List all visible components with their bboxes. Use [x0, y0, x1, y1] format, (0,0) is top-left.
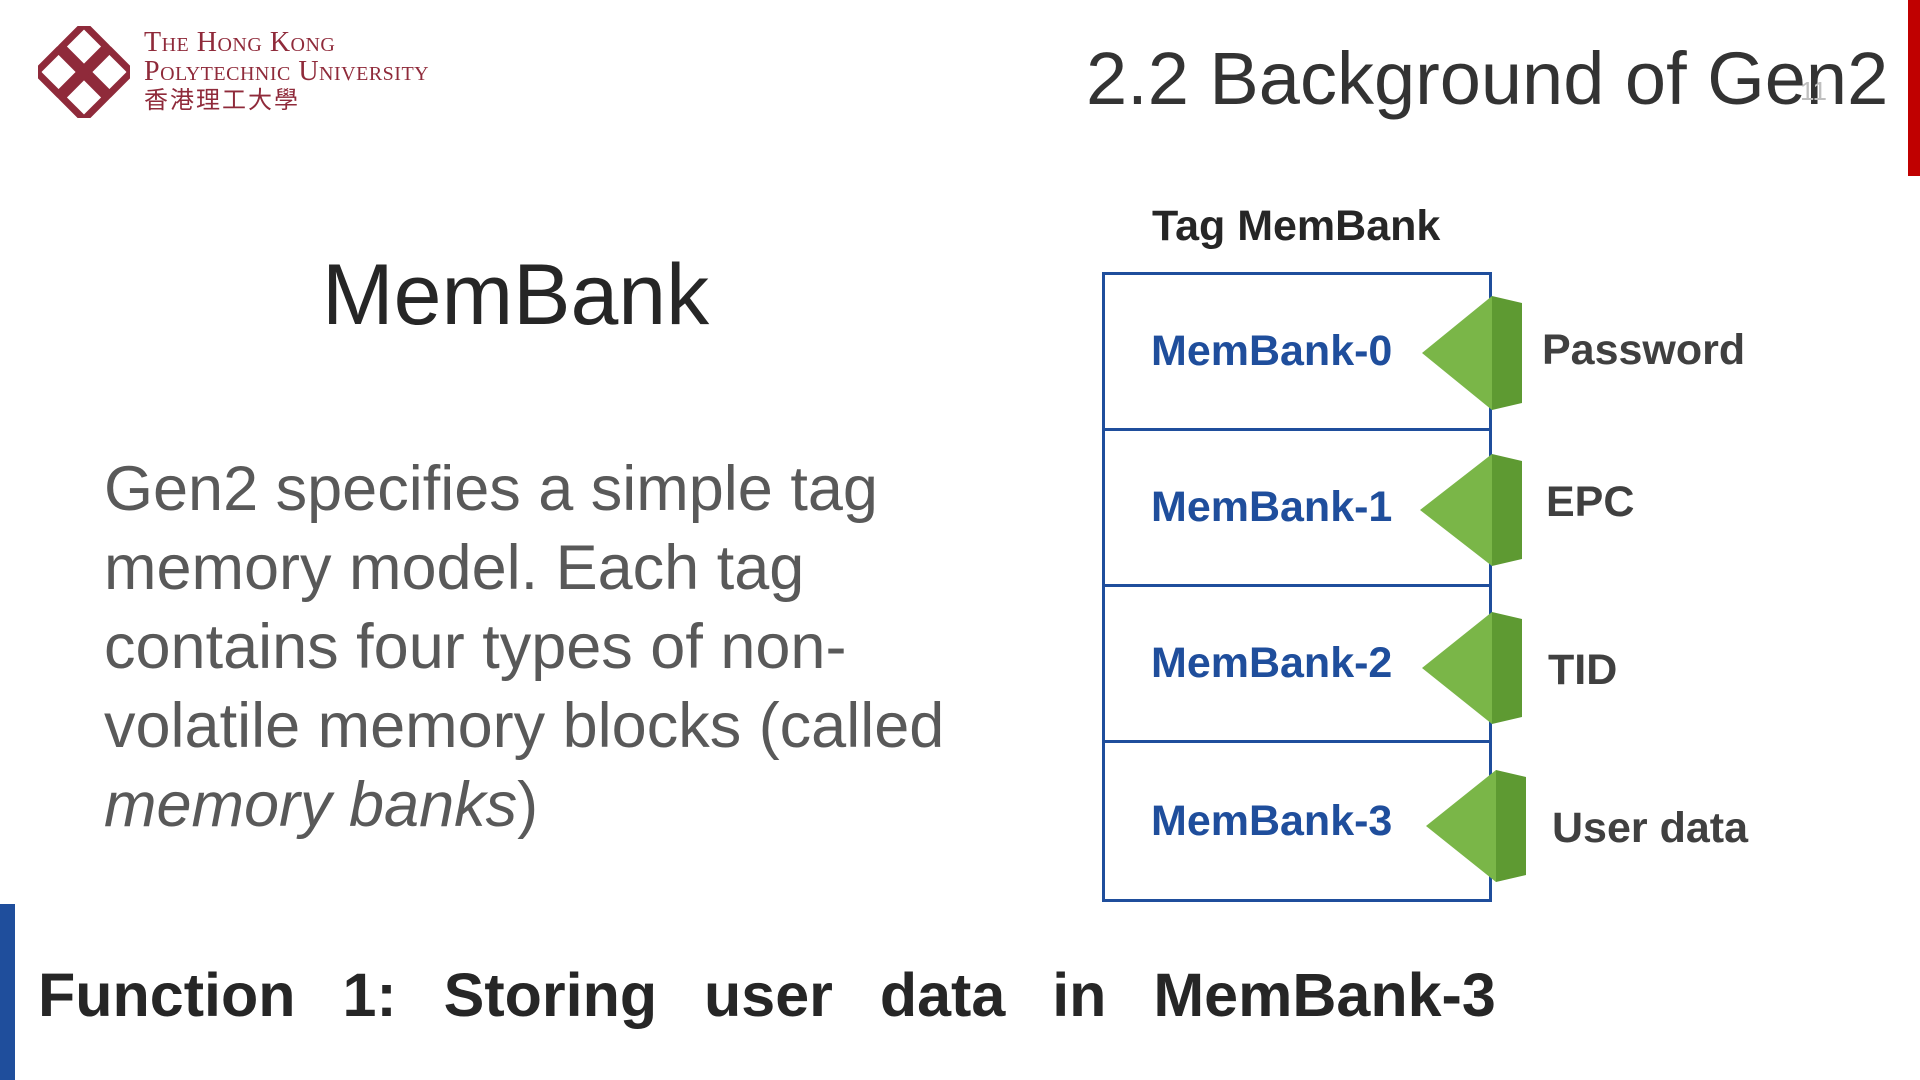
body-paragraph: Gen2 specifies a simple tag memory model… — [104, 450, 1004, 845]
accent-bar-left — [0, 904, 15, 1080]
function-statement: Function 1: Storing user data in MemBank… — [38, 961, 1496, 1029]
arrow-pointer-0 — [1422, 296, 1522, 410]
section-heading: MemBank — [322, 247, 710, 343]
membank-label: MemBank-2 — [1151, 639, 1393, 687]
slide-title: 2.2 Background of Gen2 — [1086, 37, 1889, 120]
membank-label: MemBank-0 — [1151, 327, 1393, 375]
membank-block-0: MemBank-0 — [1105, 275, 1489, 431]
university-logo: The Hong Kong Polytechnic University 香港理… — [38, 26, 429, 118]
bank-description-tid: TID — [1548, 646, 1618, 694]
body-text-part: Gen2 specifies a simple tag memory model… — [104, 454, 945, 761]
membank-stack: MemBank-0 MemBank-1 MemBank-2 MemBank-3 — [1102, 272, 1492, 902]
arrow-pointer-1 — [1420, 454, 1522, 566]
membank-block-1: MemBank-1 — [1105, 431, 1489, 587]
arrow-pointer-2 — [1422, 612, 1522, 724]
accent-bar-right — [1908, 0, 1920, 176]
body-text-end: ) — [517, 770, 539, 840]
membank-block-3: MemBank-3 — [1105, 743, 1489, 899]
polyu-emblem-icon — [38, 26, 130, 118]
slide-number: 11 — [1800, 76, 1827, 106]
logo-line-1: The Hong Kong — [144, 27, 336, 58]
body-text-italic: memory banks — [104, 770, 518, 840]
bank-description-epc: EPC — [1546, 478, 1635, 526]
bank-description-user-data: User data — [1552, 804, 1748, 852]
arrow-pointer-3 — [1426, 770, 1526, 882]
logo-line-3: 香港理工大學 — [144, 88, 300, 114]
membank-block-2: MemBank-2 — [1105, 587, 1489, 743]
membank-label: MemBank-3 — [1151, 796, 1393, 845]
membank-label: MemBank-1 — [1151, 483, 1393, 531]
diagram-title: Tag MemBank — [1152, 202, 1441, 250]
bank-description-password: Password — [1542, 326, 1746, 374]
logo-line-2: Polytechnic University — [144, 56, 430, 87]
